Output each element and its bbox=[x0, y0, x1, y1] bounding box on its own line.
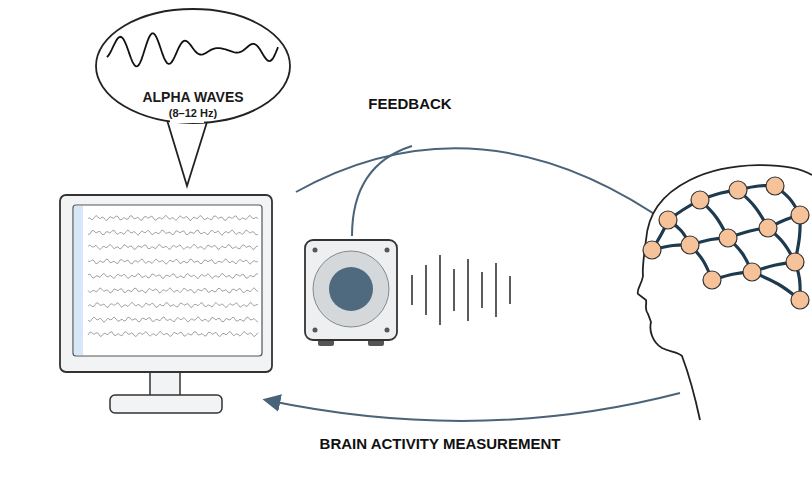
sound-bar bbox=[495, 263, 497, 317]
speech-bubble: ALPHA WAVES(8–12 Hz) bbox=[95, 8, 291, 124]
alpha-wave bbox=[107, 33, 278, 66]
measurement-arrow bbox=[266, 393, 680, 421]
eeg-trace bbox=[88, 288, 258, 293]
feedback-arrow bbox=[296, 148, 672, 226]
electrode bbox=[786, 253, 804, 271]
electrode bbox=[691, 191, 709, 209]
bubble-subtitle: (8–12 Hz) bbox=[95, 106, 291, 120]
electrode bbox=[791, 206, 809, 224]
electrode bbox=[703, 271, 721, 289]
electrode bbox=[681, 236, 699, 254]
electrode bbox=[659, 211, 677, 229]
arrow-label: FEEDBACK bbox=[368, 95, 451, 112]
eeg-trace bbox=[88, 302, 258, 308]
eeg-trace bbox=[88, 273, 258, 278]
bubble-tail bbox=[167, 120, 207, 186]
sound-bar bbox=[425, 265, 427, 315]
eeg-traces bbox=[88, 215, 258, 336]
eeg-cap bbox=[643, 177, 809, 309]
sound-bar bbox=[453, 269, 455, 311]
electrode bbox=[766, 177, 784, 195]
arrow-label: BRAIN ACTIVITY MEASUREMENT bbox=[320, 435, 561, 452]
sound-bar bbox=[439, 255, 441, 325]
sound-bar bbox=[481, 272, 483, 308]
sound-waves bbox=[412, 255, 510, 325]
electrode bbox=[791, 291, 809, 309]
electrode bbox=[743, 263, 761, 281]
electrode bbox=[643, 241, 661, 259]
eeg-trace bbox=[88, 230, 258, 235]
eeg-trace bbox=[88, 331, 258, 336]
monitor bbox=[60, 195, 272, 413]
speaker bbox=[305, 240, 510, 346]
bubble-title: ALPHA WAVES bbox=[95, 89, 291, 106]
speaker-branch bbox=[352, 146, 412, 236]
bubble-text: ALPHA WAVES(8–12 Hz) bbox=[95, 89, 291, 120]
sound-bar bbox=[411, 275, 413, 305]
sound-bar bbox=[509, 276, 511, 304]
eeg-trace bbox=[88, 317, 258, 323]
head bbox=[638, 165, 812, 420]
eeg-trace bbox=[88, 215, 258, 220]
electrode bbox=[719, 229, 737, 247]
electrode bbox=[759, 219, 777, 237]
electrode bbox=[729, 181, 747, 199]
sound-bar bbox=[467, 259, 469, 321]
bubble-ellipse bbox=[96, 9, 290, 123]
eeg-trace bbox=[88, 259, 258, 264]
eeg-trace bbox=[88, 244, 258, 250]
